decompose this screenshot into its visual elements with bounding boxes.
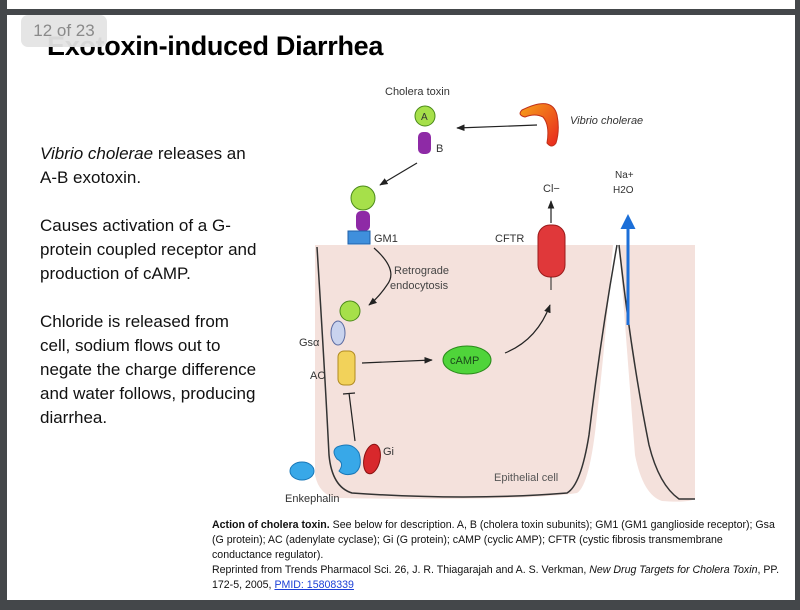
vibrio-cholerae-bacterium [519,103,559,147]
gm1-label: GM1 [374,233,398,245]
cell-membrane-left [316,244,618,498]
retrograde-label-1: Retrograde [394,265,449,277]
chloride-label: Cl− [543,183,560,195]
bullet-text: Chloride is released from cell, sodium f… [40,312,257,427]
ac-label: AC [310,370,325,382]
cftr-channel [537,224,566,278]
gm1-receptor [347,230,371,245]
bullet-text: releases an A-B exotoxin. [40,144,246,187]
epithelial-cell-shape [315,245,695,502]
slide-page: Exotoxin-induced Diarrhea Vibrio cholera… [7,15,795,600]
toxin-subunit-a [414,105,436,127]
bullet-text: Causes activation of a G-protein coupled… [40,216,257,283]
gi-label: Gi [383,446,394,458]
pmid-link[interactable]: PMID: 15808339 [274,579,354,591]
subunit-b-label: B [436,143,443,155]
cholera-toxin-label: Cholera toxin [385,86,450,98]
gs-alpha-protein [330,320,346,346]
slide-body-text: Vibrio cholerae releases an A-B exotoxin… [40,142,260,454]
vibrio-label: Vibrio cholerae [570,115,643,127]
enkephalin-molecule [289,461,315,481]
enkephalin-label: Enkephalin [285,493,339,505]
page-indicator: 12 of 23 [21,15,107,47]
previous-page-edge [7,0,795,9]
internalized-subunit-a [339,300,361,322]
bullet-paragraph: Vibrio cholerae releases an A-B exotoxin… [40,142,260,190]
arrow-to-camp [361,356,433,364]
inhibition-line [348,392,356,442]
inhibition-bar [342,392,356,395]
caption-text: See below for description. A, B (cholera… [212,519,775,561]
retrograde-label-2: endocytosis [390,280,449,292]
reprint-title: New Drug Targets for Cholera Toxin [589,564,758,576]
epithelial-cell-label: Epithelial cell [494,472,558,484]
reprint-text: Reprinted from Trends Pharmacol Sci. 26,… [212,564,590,576]
caption-heading: Action of cholera toxin. [212,519,330,531]
water-label: H2O [613,185,634,196]
organism-name: Vibrio cholerae [40,144,154,163]
subunit-a-label: A [421,112,428,123]
arrow-bind [379,162,418,186]
adenylate-cyclase [337,350,356,386]
arrow-retrograde [368,247,392,306]
bound-subunit-a [350,185,376,211]
arrow-release [456,124,538,132]
enkephalin-receptor [333,444,361,476]
cholera-toxin-diagram: Cholera toxin A B Vibrio cholerae GM1 Re… [285,86,695,505]
camp-molecule [442,345,492,375]
toxin-subunit-b [418,132,431,154]
sodium-label: Na+ [615,170,634,181]
camp-label: cAMP [450,355,479,367]
gi-protein [363,443,381,475]
figure-caption: Action of cholera toxin. See below for d… [212,518,782,593]
reprint-suffix: , PP. 172-5, 2005, [212,564,780,591]
gs-alpha-label: Gsα [299,337,320,349]
arrow-to-cftr [504,304,551,354]
bullet-paragraph: Causes activation of a G-protein coupled… [40,214,260,286]
bullet-paragraph: Chloride is released from cell, sodium f… [40,310,260,430]
cftr-label: CFTR [495,233,524,245]
cell-membrane-right [618,244,695,500]
bound-subunit-b [356,211,370,231]
